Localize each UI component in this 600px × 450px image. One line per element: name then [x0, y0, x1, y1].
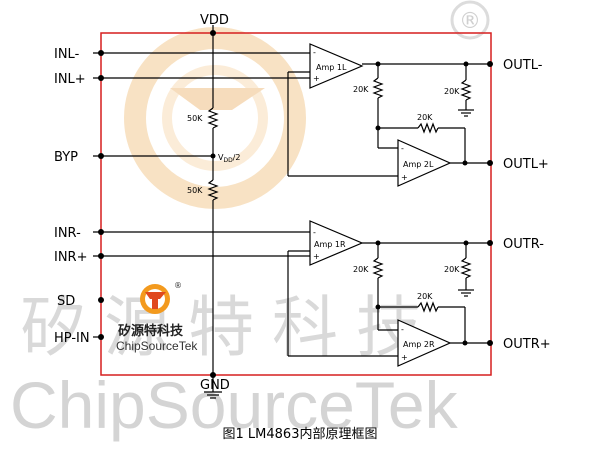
figure-caption: 图1 LM4863内部原理框图 [223, 426, 378, 442]
svg-text:Amp 2L: Amp 2L [403, 160, 434, 169]
label-vdd-half: VDD/2 [218, 153, 241, 164]
logo-registered-mark: ® [174, 281, 182, 290]
watermark-chinese-text: 矽源特科技 [20, 289, 440, 366]
logo-english-name: ChipSourceTek [116, 339, 198, 353]
pin-vdd: VDD [200, 13, 229, 28]
pin-inl-minus: INL- [54, 47, 80, 62]
pin-inr-plus: INR+ [54, 250, 87, 265]
label-r-r-load: 20K [444, 265, 460, 274]
pin-outl-plus: OUTL+ [503, 157, 549, 172]
resistor-symbols [207, 77, 472, 313]
logo-chinese-name: 矽源特科技 [118, 323, 184, 339]
amplifier-2l: - + Amp 2L [397, 139, 452, 187]
svg-text:Amp 1R: Amp 1R [314, 240, 346, 249]
junction-dots [98, 30, 493, 378]
pin-outr-minus: OUTR- [503, 237, 544, 252]
pin-outl-minus: OUTL- [503, 58, 543, 73]
pin-byp: BYP [54, 150, 78, 165]
svg-text:-: - [401, 325, 404, 334]
svg-text:-: - [313, 228, 316, 237]
company-logo: ® [140, 281, 182, 314]
amplifier-1r: - + Amp 1R [309, 220, 364, 266]
label-r-div-top: 50K [187, 114, 203, 123]
pin-sd: SD [57, 294, 75, 309]
svg-text:+: + [313, 252, 320, 261]
label-r-r-fb: 20K [417, 292, 433, 301]
wires [93, 25, 490, 399]
label-r-r-in: 20K [353, 265, 369, 274]
watermark-english-text: ChipSourceTek [10, 368, 459, 442]
svg-text:Amp 1L: Amp 1L [316, 63, 347, 72]
pin-inl-plus: INL+ [54, 72, 86, 87]
svg-text:+: + [313, 74, 320, 83]
label-r-div-bot: 50K [187, 186, 203, 195]
svg-text:+: + [401, 353, 408, 362]
amplifier-1l: - + Amp 1L [309, 43, 364, 89]
chip-boundary [100, 32, 492, 376]
label-r-l-in: 20K [353, 85, 369, 94]
watermark-registered-mark: ® [450, 0, 490, 40]
svg-text:+: + [401, 173, 408, 182]
pin-gnd: GND [200, 378, 230, 393]
pin-outr-plus: OUTR+ [503, 337, 551, 352]
svg-text:-: - [313, 48, 316, 57]
pin-hp-in: HP-IN [54, 331, 90, 346]
svg-text:-: - [401, 144, 404, 153]
amplifier-2r: - + Amp 2R [397, 319, 452, 367]
watermark-logo-circle [124, 27, 306, 209]
pin-inr-minus: INR- [54, 226, 81, 241]
svg-text:®: ® [459, 9, 481, 34]
label-r-l-load: 20K [444, 87, 460, 96]
label-r-l-fb: 20K [417, 113, 433, 122]
svg-text:Amp 2R: Amp 2R [403, 340, 435, 349]
